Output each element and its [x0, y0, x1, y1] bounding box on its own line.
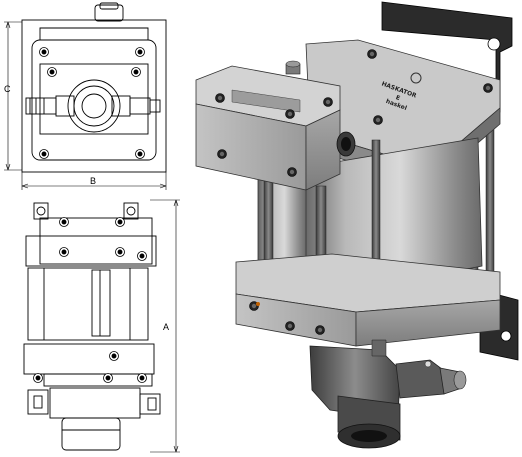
- side-view: [23, 202, 161, 451]
- nameplate-line2: E: [395, 94, 401, 102]
- pump-3d-render: HASKATOR E haskel: [195, 1, 519, 449]
- dimension-c: [4, 21, 22, 171]
- dimension-b-label: B: [90, 176, 96, 186]
- dimension-a: [150, 199, 180, 453]
- top-view: [21, 2, 167, 173]
- dimension-c-label: C: [4, 84, 11, 94]
- side-fitting: [395, 359, 447, 399]
- bracket-hole-icon: [487, 37, 501, 51]
- dimension-b: [21, 172, 167, 190]
- logo-icon: [410, 72, 422, 84]
- dimension-a-label: A: [163, 322, 169, 332]
